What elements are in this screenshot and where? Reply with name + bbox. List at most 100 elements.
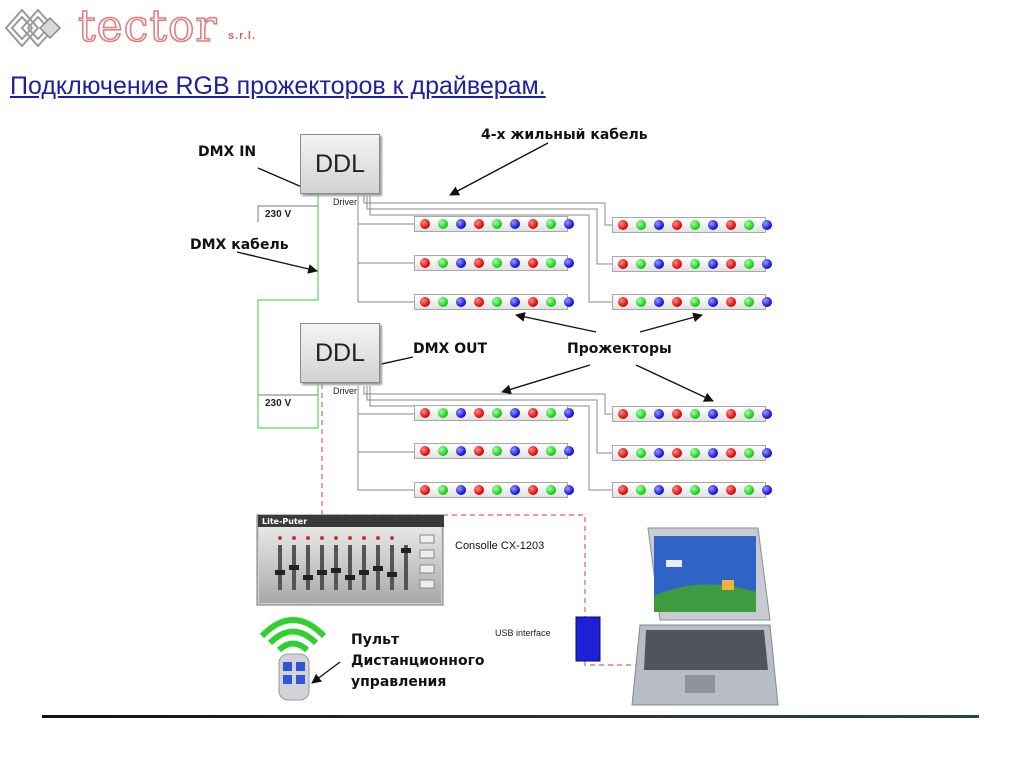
led-dot xyxy=(420,297,430,307)
led-dot xyxy=(654,297,664,307)
led-dot xyxy=(420,485,430,495)
led-dot xyxy=(456,485,466,495)
led-dot xyxy=(474,446,484,456)
led-dot xyxy=(636,220,646,230)
ddl-driver-1: DDL xyxy=(300,134,380,194)
led-dot xyxy=(546,258,556,268)
led-dot xyxy=(636,259,646,269)
led-spotlight-bar xyxy=(612,482,772,498)
driver-2-label: Driver xyxy=(333,386,357,396)
remote-label-line-1: Пульт xyxy=(351,632,400,648)
led-dot xyxy=(564,219,574,229)
label-dmx-in: DMX IN xyxy=(198,144,257,160)
led-dot xyxy=(672,448,682,458)
usb-label: USB interface xyxy=(495,628,551,638)
led-dot xyxy=(438,219,448,229)
led-dot xyxy=(744,220,754,230)
led-dot xyxy=(618,485,628,495)
led-dot xyxy=(564,297,574,307)
led-dot xyxy=(708,448,718,458)
led-dot xyxy=(708,220,718,230)
led-dot xyxy=(510,446,520,456)
led-dot xyxy=(492,258,502,268)
led-dot xyxy=(564,485,574,495)
label-4-wire-cable: 4-х жильный кабель xyxy=(481,127,648,143)
page-title[interactable]: Подключение RGB прожекторов к драйверам. xyxy=(10,72,546,100)
led-dot xyxy=(546,219,556,229)
led-dot xyxy=(528,258,538,268)
led-dot xyxy=(492,485,502,495)
led-spotlight-bar xyxy=(612,256,772,272)
led-dot xyxy=(672,259,682,269)
led-dot xyxy=(726,409,736,419)
led-dot xyxy=(474,258,484,268)
led-spotlight-bar xyxy=(414,294,574,310)
led-dot xyxy=(492,297,502,307)
led-dot xyxy=(546,297,556,307)
led-dot xyxy=(618,220,628,230)
led-dot xyxy=(744,448,754,458)
led-dot xyxy=(726,259,736,269)
led-dot xyxy=(438,485,448,495)
led-dot xyxy=(708,259,718,269)
label-projectors: Прожекторы xyxy=(567,341,672,357)
led-dot xyxy=(618,297,628,307)
led-spotlight-bar xyxy=(414,443,574,459)
led-dot xyxy=(456,297,466,307)
remote-label-line-2: Дистанционного xyxy=(351,653,485,669)
led-dot xyxy=(672,220,682,230)
led-dot xyxy=(708,409,718,419)
led-dot xyxy=(636,448,646,458)
led-dot xyxy=(546,408,556,418)
label-dmx-cable: DMX кабель xyxy=(190,237,289,253)
led-dot xyxy=(510,219,520,229)
led-dot xyxy=(564,258,574,268)
console-label: Consolle CX-1203 xyxy=(455,540,545,552)
led-spotlight-bar xyxy=(414,405,574,421)
console-device: Lite-Puter xyxy=(256,514,444,606)
led-dot xyxy=(510,297,520,307)
led-dot xyxy=(690,259,700,269)
led-dot xyxy=(726,448,736,458)
power-230v-2: 230 V xyxy=(265,398,292,409)
led-dot xyxy=(528,485,538,495)
dmx-cable-line xyxy=(257,194,319,429)
led-dot xyxy=(474,219,484,229)
led-dot xyxy=(636,485,646,495)
led-dot xyxy=(492,446,502,456)
led-spotlight-bar xyxy=(612,217,772,233)
led-dot xyxy=(708,485,718,495)
led-dot xyxy=(618,448,628,458)
led-dot xyxy=(744,259,754,269)
led-spotlight-bar xyxy=(414,482,574,498)
led-dot xyxy=(726,485,736,495)
led-dot xyxy=(690,448,700,458)
power-230v-1: 230 V xyxy=(265,209,292,220)
led-dot xyxy=(420,408,430,418)
led-spotlight-bar xyxy=(612,445,772,461)
led-dot xyxy=(456,219,466,229)
led-spotlight-bar xyxy=(414,255,574,271)
remote-label-line-3: управления xyxy=(351,674,447,690)
led-dot xyxy=(618,409,628,419)
led-dot xyxy=(456,446,466,456)
led-dot xyxy=(744,297,754,307)
led-dot xyxy=(474,408,484,418)
led-dot xyxy=(474,485,484,495)
led-dot xyxy=(762,259,772,269)
led-dot xyxy=(690,297,700,307)
led-dot xyxy=(654,448,664,458)
led-dot xyxy=(762,220,772,230)
led-dot xyxy=(690,409,700,419)
led-dot xyxy=(690,485,700,495)
led-dot xyxy=(438,408,448,418)
led-dot xyxy=(762,297,772,307)
led-dot xyxy=(690,220,700,230)
led-dot xyxy=(762,409,772,419)
led-dot xyxy=(420,258,430,268)
led-dot xyxy=(528,219,538,229)
diamond-logo-icon xyxy=(4,8,62,48)
remote-control xyxy=(259,617,327,701)
led-dot xyxy=(564,446,574,456)
